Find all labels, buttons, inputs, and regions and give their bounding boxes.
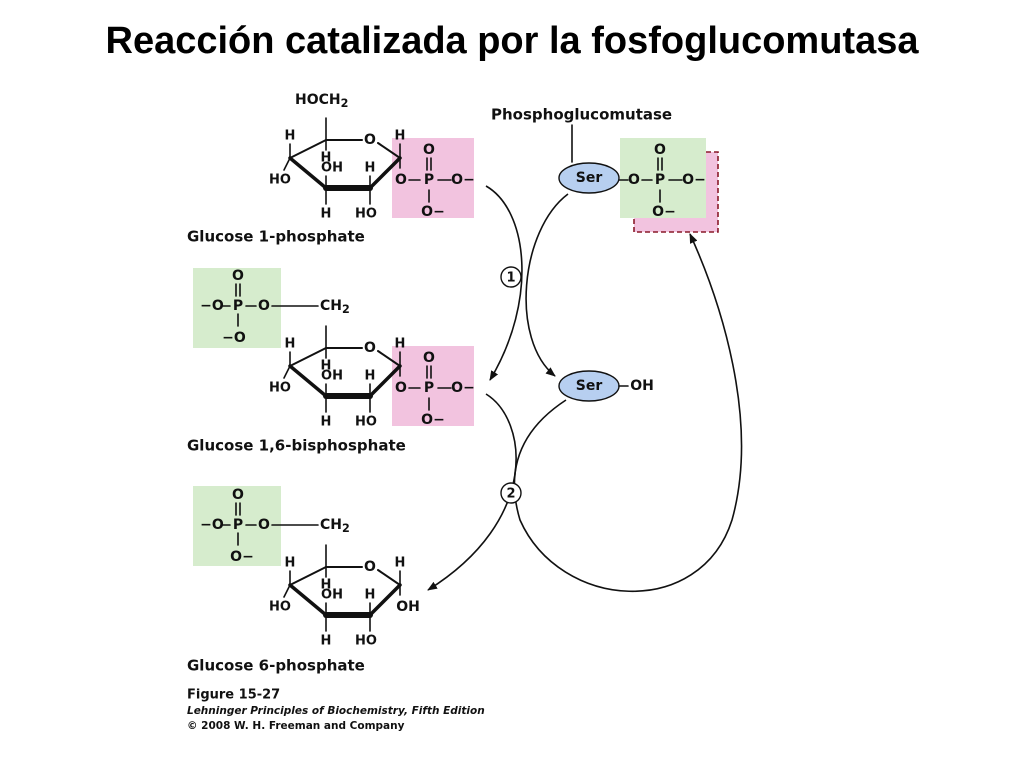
phosphate-highlight-green bbox=[193, 268, 281, 348]
g6p-h: H bbox=[285, 556, 296, 571]
g1p-h: H bbox=[365, 161, 376, 176]
g1p-ring-oxygen: O bbox=[364, 132, 376, 148]
reaction-arrow-step-1 bbox=[485, 185, 523, 381]
g1p-phosphate-o-minus-right: O− bbox=[451, 172, 475, 188]
g6p-ring-bond bbox=[377, 569, 401, 586]
g16bp-minus-o: −O bbox=[200, 298, 224, 314]
hydroxyl-label: OH bbox=[630, 378, 654, 394]
g6p-ho: HO bbox=[355, 634, 377, 649]
ch2-label: CH2 bbox=[320, 517, 350, 535]
compound-name-glucose-6-phosphate: Glucose 6-phosphate bbox=[187, 657, 365, 675]
g16bp-ho: HO bbox=[355, 415, 377, 430]
g1p-ring-bond bbox=[377, 142, 401, 159]
g16bp-h: H bbox=[285, 337, 296, 352]
g1p-phosphate-o-minus-bottom: O− bbox=[421, 204, 445, 220]
g6p-h: H bbox=[395, 556, 406, 571]
g1p-h: H bbox=[321, 151, 332, 166]
serine-label: Ser bbox=[576, 378, 603, 394]
phosphate-highlight-pink bbox=[392, 138, 474, 218]
slide-title: Reacción catalizada por la fosfoglucomut… bbox=[105, 20, 919, 62]
figure-book: Lehninger Principles of Biochemistry, Fi… bbox=[187, 705, 485, 717]
g16bp-ring-bond bbox=[377, 350, 401, 367]
g16bp-ho: HO bbox=[269, 381, 291, 396]
serine-label: Ser bbox=[576, 170, 603, 186]
g1p-ring-bond bbox=[368, 156, 402, 190]
g16bp-phosphate-o-minus-bottom: O− bbox=[421, 412, 445, 428]
g16bp-h: H bbox=[395, 337, 406, 352]
g16bp-ring-oxygen: O bbox=[364, 340, 376, 356]
g16bp-h: H bbox=[365, 369, 376, 384]
g6p-h: H bbox=[365, 588, 376, 603]
g16bp-bond bbox=[283, 365, 291, 379]
g1p-ring-bond bbox=[289, 139, 327, 159]
step-marker-circle bbox=[500, 266, 522, 288]
g1p-o-link: O bbox=[395, 172, 407, 188]
g6p-oh: OH bbox=[396, 599, 420, 615]
g16bp-o-link: O bbox=[395, 380, 407, 396]
g1p-ho: HO bbox=[269, 173, 291, 188]
g6p-o-top: O bbox=[232, 487, 244, 503]
g16bp-oh: OH bbox=[321, 369, 343, 384]
g1p-ring-bond bbox=[288, 156, 328, 190]
g16bp-minus-o: −O bbox=[222, 330, 246, 346]
g6p-h: H bbox=[321, 634, 332, 649]
g6p-ring-bond bbox=[288, 583, 328, 617]
g16bp-o-link: O bbox=[258, 298, 270, 314]
enzyme-phosphate-o-minus-right: O− bbox=[682, 172, 706, 188]
g1p-h: H bbox=[395, 129, 406, 144]
step-number-1: 1 bbox=[506, 271, 515, 286]
g6p-ring-bond bbox=[289, 566, 327, 586]
ch2-label: CH2 bbox=[320, 298, 350, 316]
g1p-bond bbox=[283, 157, 291, 171]
enzyme-phosphate-p: P bbox=[655, 172, 665, 188]
enzyme-serine-ellipse bbox=[558, 162, 620, 194]
phosphate-highlight-green bbox=[620, 138, 706, 218]
g6p-o-minus: O− bbox=[230, 549, 254, 565]
g16bp-h: H bbox=[321, 359, 332, 374]
g16bp-phosphate-o-top: O bbox=[423, 350, 435, 366]
g16bp-ring-bond bbox=[288, 364, 328, 398]
g6p-h: H bbox=[321, 578, 332, 593]
g16bp-ring-bond bbox=[368, 364, 402, 398]
g1p-ho: HO bbox=[355, 207, 377, 222]
enzyme-name: Phosphoglucomutase bbox=[491, 106, 672, 124]
g1p-phosphate-p: P bbox=[424, 172, 434, 188]
g6p-minus-o: −O bbox=[200, 517, 224, 533]
hoch2-label: HOCH2 bbox=[295, 92, 348, 110]
enzyme-return-arrow bbox=[513, 233, 743, 593]
g6p-o-link: O bbox=[258, 517, 270, 533]
enzyme-arrow-step-1 bbox=[525, 193, 569, 377]
g1p-oh: OH bbox=[321, 161, 343, 176]
figure-copyright: © 2008 W. H. Freeman and Company bbox=[187, 720, 405, 732]
figure-label: Figure 15-27 bbox=[187, 688, 280, 703]
g1p-h: H bbox=[321, 207, 332, 222]
phosphate-highlight-green bbox=[193, 486, 281, 566]
g6p-bond bbox=[283, 584, 291, 598]
g1p-phosphate-o-top: O bbox=[423, 142, 435, 158]
g1p-h: H bbox=[285, 129, 296, 144]
g16bp-ring-bond bbox=[289, 347, 327, 367]
g16bp-o-top: O bbox=[232, 268, 244, 284]
step-number-2: 2 bbox=[506, 487, 515, 502]
step-marker-circle bbox=[500, 482, 522, 504]
g16bp-phosphate-p: P bbox=[424, 380, 434, 396]
phosphate-highlight-pink bbox=[392, 346, 474, 426]
enzyme-phosphate-o-minus-bottom: O− bbox=[652, 204, 676, 220]
enzyme-o-link: O bbox=[628, 172, 640, 188]
compound-name-glucose-1-phosphate: Glucose 1-phosphate bbox=[187, 228, 365, 246]
g6p-ring-bond bbox=[368, 583, 402, 617]
g16bp-p: P bbox=[233, 298, 243, 314]
g16bp-phosphate-o-minus-right: O− bbox=[451, 380, 475, 396]
g6p-ho: HO bbox=[269, 600, 291, 615]
g6p-oh: OH bbox=[321, 588, 343, 603]
enzyme-phosphate-o-top: O bbox=[654, 142, 666, 158]
g6p-ring-oxygen: O bbox=[364, 559, 376, 575]
compound-name-glucose-1-6-bisphosphate: Glucose 1,6-bisphosphate bbox=[187, 437, 406, 455]
g16bp-h: H bbox=[321, 415, 332, 430]
g6p-p: P bbox=[233, 517, 243, 533]
